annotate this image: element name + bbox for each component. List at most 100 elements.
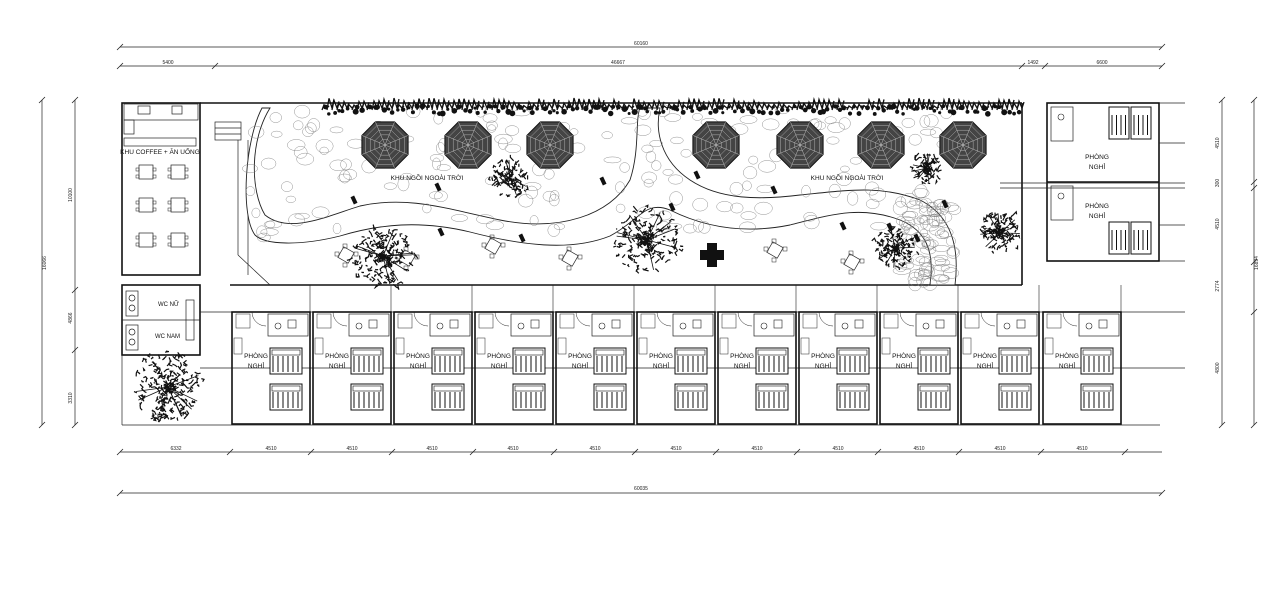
outdoor-seating-left-label: KHU NGỒI NGOÀI TRỜI	[391, 172, 464, 182]
tree	[133, 350, 205, 423]
tree	[346, 224, 419, 290]
bottom-dim-11: 4510	[1076, 446, 1087, 452]
bed	[1108, 106, 1130, 140]
right-dim-1: 4510	[1215, 137, 1221, 148]
bottom-dim-1: 4510	[265, 446, 276, 452]
room-label-line2: NGHỈ	[1059, 361, 1075, 370]
top-dim-2: 46667	[611, 60, 625, 66]
trees	[133, 152, 1020, 423]
tree	[909, 152, 942, 185]
bottom-dim-8: 4510	[832, 446, 843, 452]
bottom-dim-4: 4510	[507, 446, 518, 452]
coffee-area-label: KHU COFFEE + ĂN UỐNG	[120, 146, 200, 156]
bed	[836, 347, 870, 375]
right-dimension-lines	[1218, 96, 1258, 429]
bed	[674, 347, 708, 375]
top-dim-4: 6600	[1096, 60, 1107, 66]
left-dim-3: 3310	[68, 392, 74, 403]
left-dimension-lines	[38, 96, 79, 429]
outdoor-seating-right-label: KHU NGỒI NGOÀI TRỜI	[811, 172, 884, 182]
room-label-line2: NGHỈ	[410, 361, 426, 370]
room-label: PHÒNG	[649, 351, 673, 360]
left-dim-2: 4866	[68, 312, 74, 323]
umbrella-4	[692, 121, 740, 169]
right-dim-4: 2774	[1215, 280, 1221, 291]
room-label: PHÒNG	[730, 351, 754, 360]
umbrellas	[361, 121, 987, 169]
room-label-line2: NGHỈ	[329, 361, 345, 370]
bottom-dimension-lines	[116, 448, 1166, 497]
hedge-row	[321, 96, 1025, 243]
top-dim-3: 1492	[1027, 60, 1038, 66]
room-label-line2: NGHỈ	[248, 361, 264, 370]
bottom-dim-7: 4510	[751, 446, 762, 452]
bed	[1130, 106, 1152, 140]
umbrella-7	[939, 121, 987, 169]
guest-rooms-row: PHÒNGNGHỈPHÒNGNGHỈPHÒNGNGHỈPHÒNGNGHỈPHÒN…	[231, 285, 1122, 425]
bottom-dim-10: 4510	[994, 446, 1005, 452]
bed	[755, 347, 789, 375]
cross-planter	[700, 243, 724, 267]
bed	[998, 383, 1032, 411]
umbrella-3	[526, 121, 574, 169]
outdoor-tables	[334, 234, 865, 275]
wc-male-label: WC NAM	[155, 334, 180, 340]
bed	[1080, 383, 1114, 411]
right-dim-2: 300	[1215, 179, 1221, 188]
right-total-dim: 16894	[1254, 256, 1260, 270]
bed	[431, 383, 465, 411]
bed	[674, 383, 708, 411]
bed	[431, 347, 465, 375]
top-total-dim: 60160	[634, 41, 648, 47]
room-label: PHÒNG	[568, 351, 592, 360]
bottom-dim-2: 4510	[346, 446, 357, 452]
bed	[350, 347, 384, 375]
left-dim-1: 10100	[68, 188, 74, 202]
bed	[512, 383, 546, 411]
bottom-total-dim: 60035	[634, 486, 648, 492]
room-label: PHÒNG	[973, 351, 997, 360]
room-label: PHÒNG	[811, 351, 835, 360]
bed	[755, 383, 789, 411]
room-label-line2: NGHỈ	[572, 361, 588, 370]
annex-room-label: PHÒNG	[1085, 201, 1109, 210]
umbrella-6	[857, 121, 905, 169]
room-label: PHÒNG	[406, 351, 430, 360]
bed	[1130, 221, 1152, 255]
annex-room-label: PHÒNG	[1085, 152, 1109, 161]
room-label-line2: NGHỈ	[734, 361, 750, 370]
top-dim-1: 5400	[162, 60, 173, 66]
bed	[593, 383, 627, 411]
stairs	[214, 121, 271, 286]
bottom-dim-5: 4510	[589, 446, 600, 452]
room-label: PHÒNG	[487, 351, 511, 360]
bed	[1108, 221, 1130, 255]
bed	[593, 347, 627, 375]
room-label-line2: NGHỈ	[977, 361, 993, 370]
top-dimension-lines	[116, 43, 1166, 70]
left-total-dim: 16066	[42, 256, 48, 270]
right-dim-3: 4510	[1215, 218, 1221, 229]
bed	[836, 383, 870, 411]
wc-block	[122, 290, 200, 351]
tree	[613, 204, 684, 274]
tree	[487, 154, 529, 199]
bed	[269, 383, 303, 411]
room-label: PHÒNG	[892, 351, 916, 360]
room-label: PHÒNG	[325, 351, 349, 360]
room-label-line2: NGHỈ	[815, 361, 831, 370]
right-dim-5: 4800	[1215, 362, 1221, 373]
wc-female-label: WC NỮ	[158, 301, 179, 308]
